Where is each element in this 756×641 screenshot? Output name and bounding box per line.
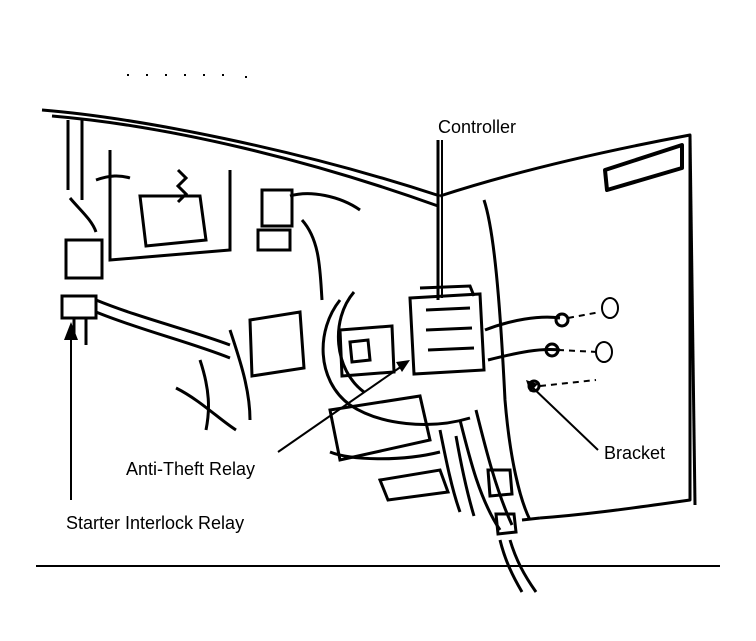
bracket-assembly <box>484 312 570 393</box>
anti-theft-relay-body <box>338 324 396 378</box>
pillar <box>436 140 532 521</box>
dashboard-panel <box>41 108 697 522</box>
column-opening <box>321 291 471 426</box>
anti-theft-arrowhead <box>396 360 410 372</box>
bracket-arrowhead <box>526 380 538 392</box>
bracket-label: Bracket <box>604 443 665 463</box>
dash-module <box>95 150 232 262</box>
leader-lines <box>70 140 599 500</box>
lower-wiring <box>438 409 538 593</box>
center-connectors <box>198 188 361 431</box>
bracket-dashes <box>539 311 601 387</box>
anti-theft-relay-label: Anti-Theft Relay <box>126 459 255 479</box>
controller-block <box>408 284 486 376</box>
starter-interlock-relay-label: Starter Interlock Relay <box>66 513 244 533</box>
anti-theft-relay-leader <box>277 365 403 453</box>
top-dots <box>127 74 247 78</box>
floor-pieces <box>175 386 451 502</box>
left-harness <box>60 120 231 360</box>
leader-arrowheads <box>64 322 538 392</box>
controller-label: Controller <box>438 117 516 137</box>
screws <box>595 297 619 363</box>
bracket-leader <box>529 384 599 451</box>
starter-interlock-arrowhead <box>64 322 78 340</box>
